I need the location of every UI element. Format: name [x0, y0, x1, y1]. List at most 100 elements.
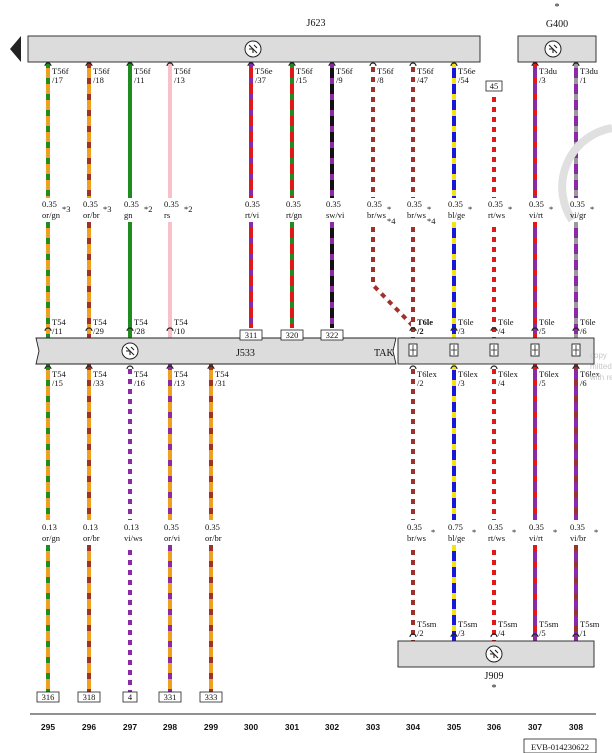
- wire-303-top-pin: [369, 62, 377, 67]
- wire-295-color2: or/gn: [42, 533, 61, 543]
- wire-307-top-pin-no: /3: [539, 75, 546, 85]
- wire-295-top-conn: T56f: [52, 66, 69, 76]
- wire-296-color1: or/br: [83, 210, 100, 220]
- wire-295-size1: 0.35: [42, 199, 57, 209]
- wire-306-note2: *: [512, 527, 516, 537]
- wire-307-color1: vi/rt: [529, 210, 544, 220]
- wire-305-top-conn: T56e: [458, 66, 476, 76]
- wire-297-ref: [122, 691, 138, 703]
- wire-303-top-conn: T56f: [377, 66, 394, 76]
- wire-296-mid-pin-no: /29: [93, 326, 104, 336]
- wire-304-low-conn: T6lex: [417, 369, 438, 379]
- ground-j909-icon-glyph: [489, 649, 499, 659]
- wire-308-note1: *: [590, 204, 594, 214]
- column-296: 296: [82, 722, 96, 732]
- wire-307-top-pin: [531, 62, 539, 67]
- wire-298-mid-pin: [166, 327, 174, 332]
- wire-305-mid-conn: T6le: [458, 317, 474, 327]
- ground-g400-icon-glyph: [548, 44, 558, 54]
- wire-308-top-pin-no: /1: [580, 75, 587, 85]
- wire-300-top-pin: [247, 62, 255, 67]
- column-295: 295: [41, 722, 55, 732]
- wire-304-color2: br/ws: [407, 533, 426, 543]
- wire-296-top-conn: T56f: [93, 66, 110, 76]
- wire-307-mid-pin-no: /5: [539, 326, 546, 336]
- tak-pin-mark-2: [491, 345, 497, 355]
- wire-307-end-conn: T5sm: [539, 619, 559, 629]
- wire-298-top-pin: [166, 62, 174, 67]
- wire-297-top-pin: [126, 62, 134, 67]
- wire-305-mid-pin-no: /3: [458, 326, 465, 336]
- wire-304-low-pin-no: /2: [417, 378, 424, 388]
- wire-295-note1: *3: [62, 204, 71, 214]
- wire-298-low-conn: T54: [174, 369, 188, 379]
- wire-295-top-pin: [44, 62, 52, 67]
- wire-301-ref: [280, 329, 304, 341]
- wire-308-color2: vi/br: [570, 533, 586, 543]
- wire-296-low-pin: [85, 365, 93, 370]
- wire-304-note1b: *4: [427, 216, 436, 226]
- column-302: 302: [325, 722, 339, 732]
- wire-298-ref: [158, 691, 182, 703]
- wire-308-end-pin-no: /1: [580, 628, 587, 638]
- wire-308-end-pin: [572, 633, 580, 638]
- wire-305-low-pin: [450, 365, 458, 370]
- wire-307-mid-pin: [531, 327, 539, 332]
- wire-305-end-pin-no: /3: [458, 628, 465, 638]
- wire-304-size1: 0.35: [407, 199, 422, 209]
- tak-pin-mark-0: [410, 345, 416, 355]
- wire-298-top-pin-no: /13: [174, 75, 185, 85]
- wire-304-end-conn: T5sm: [417, 619, 437, 629]
- footer-code-box: [523, 738, 597, 753]
- wire-305-end-pin: [450, 633, 458, 638]
- wire-307-end-pin: [531, 633, 539, 638]
- wire-307-low-pin: [531, 365, 539, 370]
- wire-304-mid-pin-no: /2: [416, 326, 424, 336]
- wire-308-mid-conn: T6le: [580, 317, 596, 327]
- column-299: 299: [204, 722, 218, 732]
- wire-302-top-pin-no: /9: [336, 75, 343, 85]
- wire-301-top-pin: [288, 62, 296, 67]
- wire-295-ref-label: 316: [42, 692, 55, 702]
- wire-304-end-pin: [409, 633, 417, 638]
- wire-296-top-pin: [85, 62, 93, 67]
- wire-302-ref: [320, 329, 344, 341]
- wire-304-low-pin: [409, 365, 417, 370]
- wire-308-mid-pin-no: /6: [580, 326, 587, 336]
- wire-297-top-conn: T56f: [134, 66, 151, 76]
- wire-306-color2: rt/ws: [488, 533, 505, 543]
- watermark-text-2: with respect to: [589, 373, 612, 382]
- wire-306-low-pin-no: /4: [498, 378, 505, 388]
- column-308: 308: [569, 722, 583, 732]
- wire-304-top-pin-no: /47: [417, 75, 428, 85]
- wire-307-end-pin-no: /5: [539, 628, 546, 638]
- column-307: 307: [528, 722, 542, 732]
- wire-302-top-conn: T56f: [336, 66, 353, 76]
- wire-302-ref-label: 322: [326, 330, 339, 340]
- wire-305-low-pin-no: /3: [458, 378, 465, 388]
- wire-306-top-ref-label: 45: [490, 81, 499, 91]
- wire-300-size1: 0.35: [245, 199, 260, 209]
- wire-308-size2: 0.35: [570, 522, 585, 532]
- wire-308-color1: vi/gr: [570, 210, 586, 220]
- wire-297-top-pin-no: /11: [134, 75, 145, 85]
- g400-mark: *: [555, 2, 560, 13]
- wire-308-size1: 0.35: [570, 199, 585, 209]
- wire-298-top-conn: T56f: [174, 66, 191, 76]
- wire-297-color2: vi/ws: [124, 533, 142, 543]
- wire-298-size2: 0.35: [164, 522, 179, 532]
- wire-306-end-pin-no: /4: [498, 628, 505, 638]
- wire-296-top-pin-no: /18: [93, 75, 104, 85]
- wire-296-low-conn: T54: [93, 369, 107, 379]
- wire-295-mid-conn: T54: [52, 317, 66, 327]
- wire-300-top-pin-no: /37: [255, 75, 266, 85]
- wire-305-color1: bl/ge: [448, 210, 465, 220]
- wire-306-mid-conn: T6le: [498, 317, 514, 327]
- wire-300-color1: rt/vi: [245, 210, 260, 220]
- wire-298-low-pin: [166, 365, 174, 370]
- column-304: 304: [406, 722, 420, 732]
- wire-300-top-conn: T56e: [255, 66, 273, 76]
- wire-298-color2: or/vi: [164, 533, 181, 543]
- wire-299-color2: or/br: [205, 533, 222, 543]
